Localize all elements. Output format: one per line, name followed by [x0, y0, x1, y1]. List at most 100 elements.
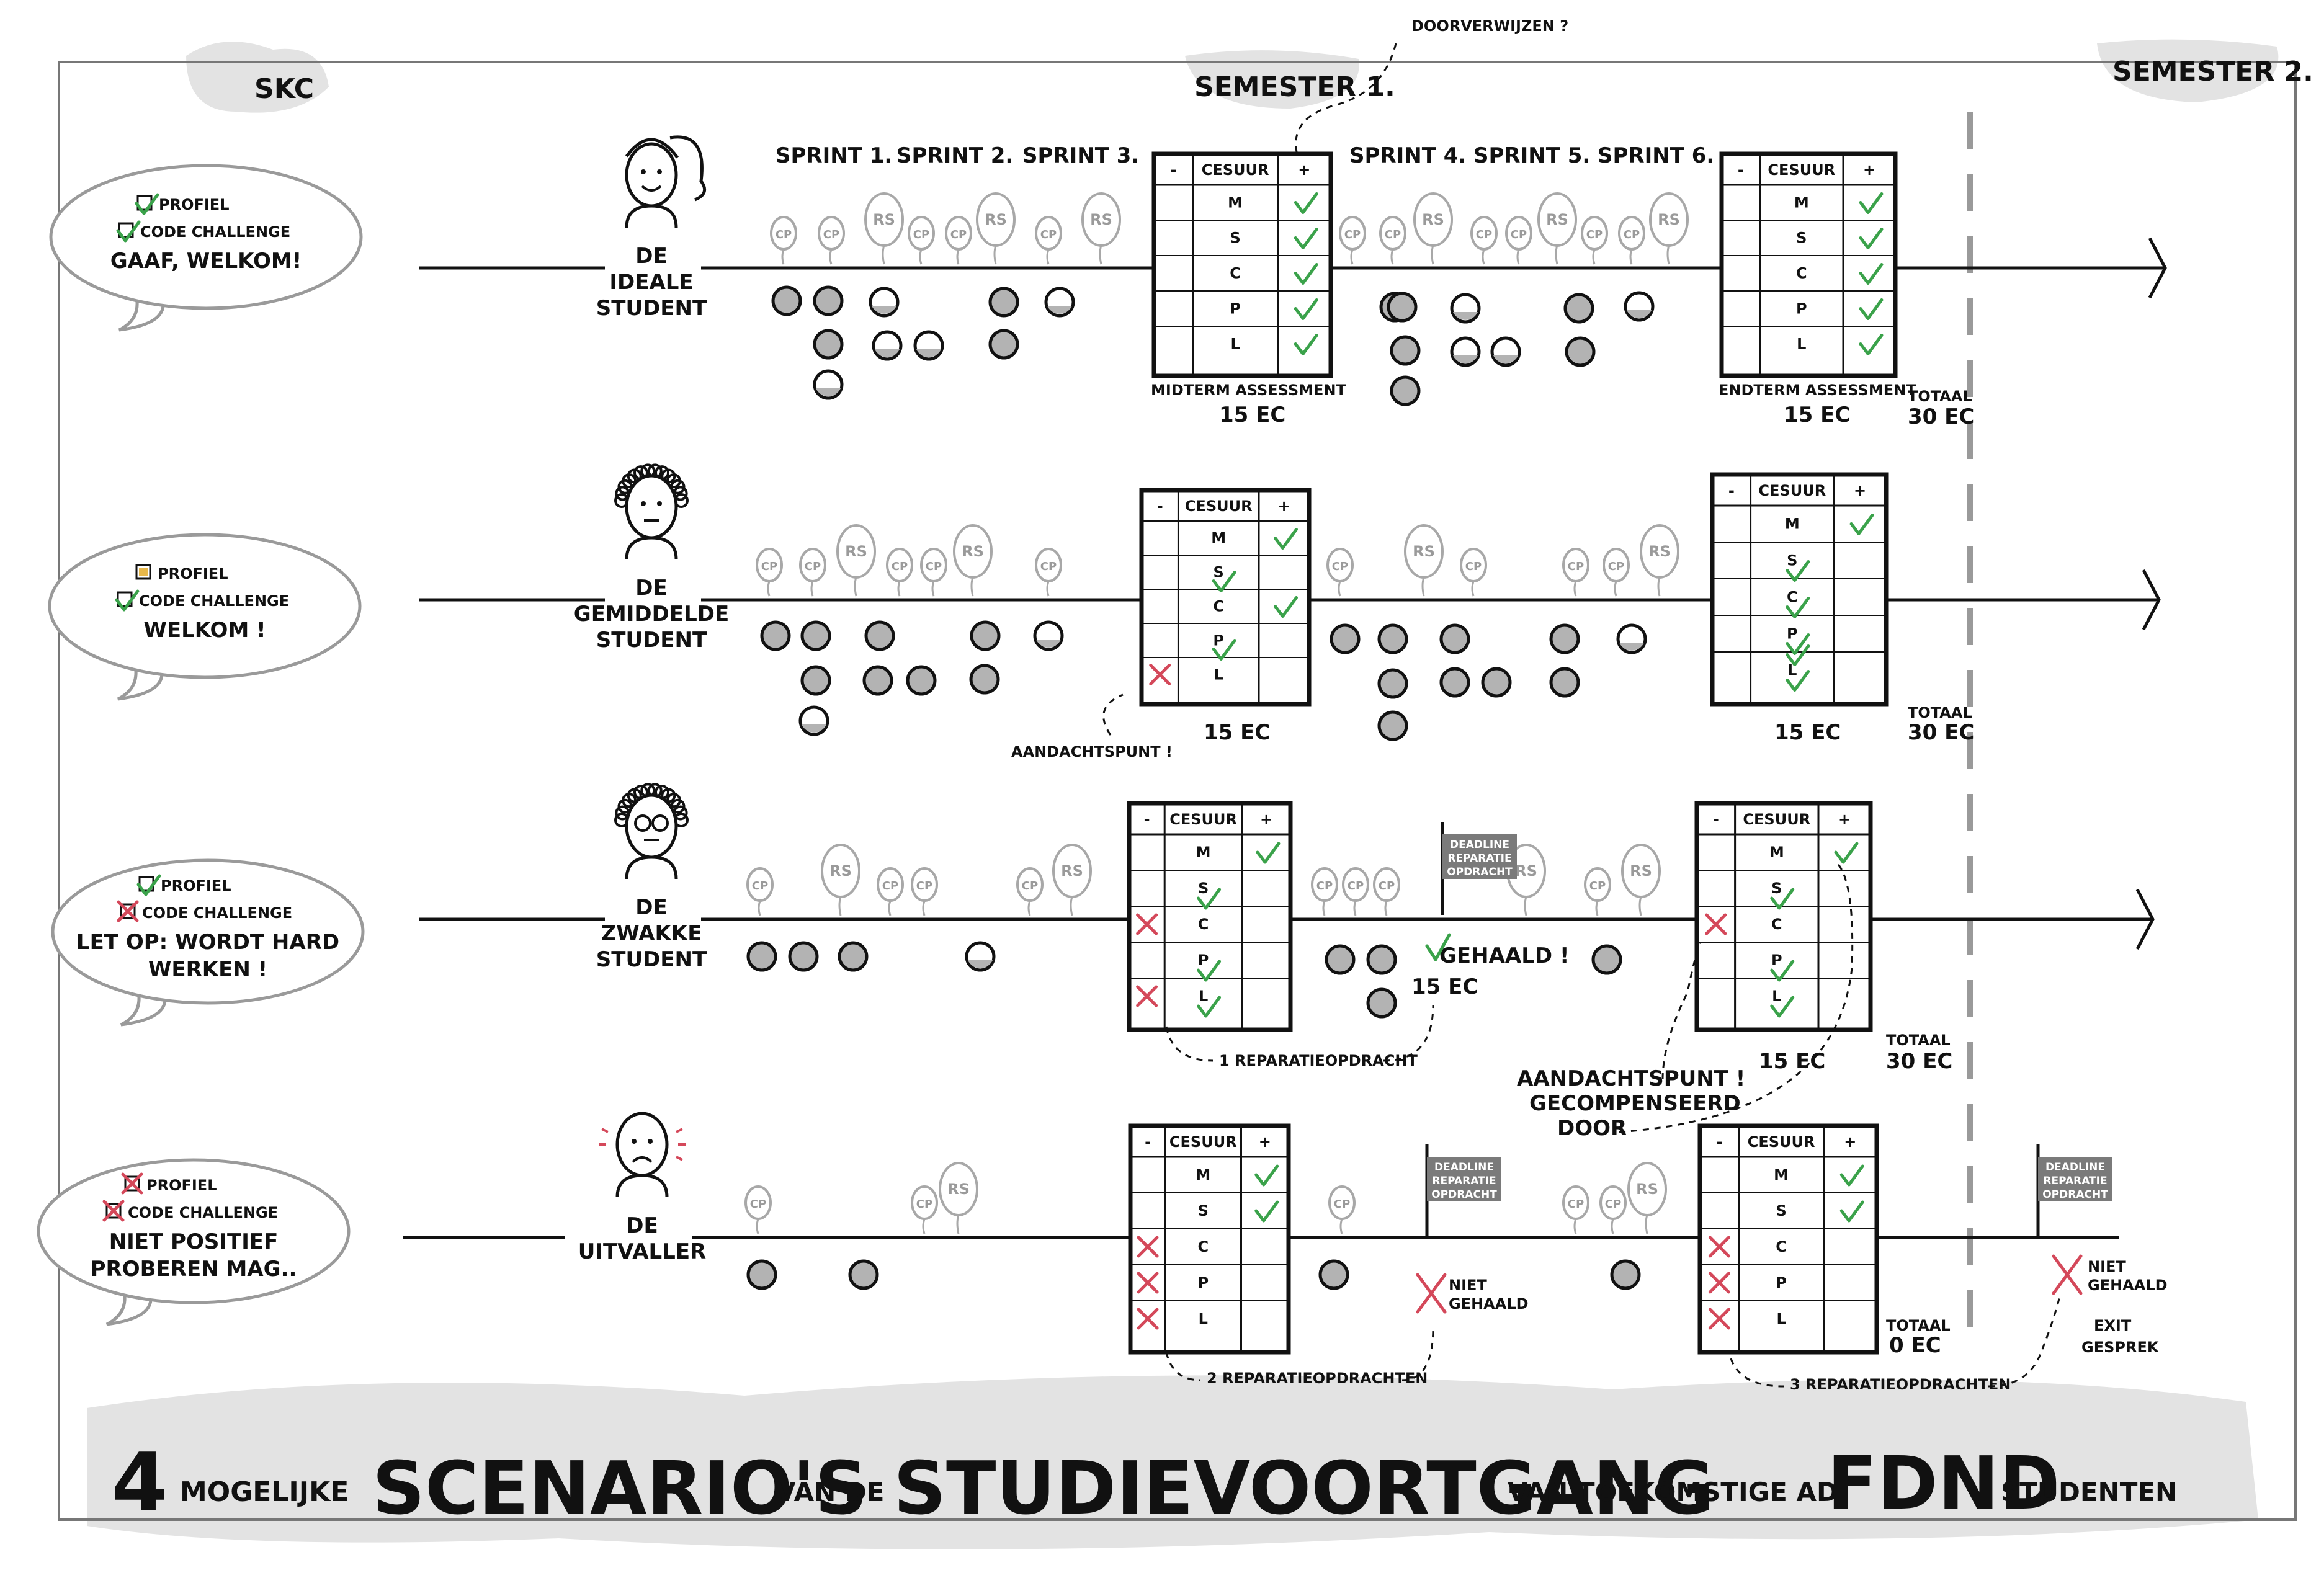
sprint-balloon: CP	[1470, 216, 1498, 265]
table-row-label: S	[1198, 1202, 1209, 1219]
table-row-label: P	[1787, 625, 1798, 643]
student-name-line: DE	[635, 244, 667, 269]
balloon-label: RS	[829, 862, 852, 880]
sprint-dot	[1624, 291, 1655, 322]
check-icon	[1254, 1164, 1279, 1187]
gehaald-ec: 15 EC	[1411, 974, 1478, 999]
check-icon	[1859, 298, 1884, 320]
sprint-label: SPRINT 4.	[1349, 143, 1466, 168]
sprint-dot	[1366, 987, 1397, 1019]
balloon-label: RS	[1515, 862, 1537, 880]
sprint-dot	[800, 665, 831, 696]
balloon-label: CP	[1344, 228, 1361, 241]
balloon-label: CP	[1316, 880, 1333, 893]
cross-icon	[1708, 1272, 1730, 1294]
balloon-label: CP	[1608, 560, 1624, 573]
balloon-label: CP	[752, 880, 768, 893]
check-icon	[1294, 334, 1318, 355]
sprint-dot	[760, 620, 791, 651]
table-row-label: P	[1198, 952, 1209, 969]
check-icon	[1839, 1200, 1864, 1223]
sprint-balloon: RS	[1649, 192, 1689, 265]
bubble-line: CODE CHALLENGE	[142, 904, 292, 922]
student-face	[599, 1112, 686, 1198]
check-icon	[136, 874, 161, 896]
check-icon	[1294, 263, 1318, 285]
sprint-dot	[1610, 1259, 1641, 1290]
sprint-dot	[1377, 623, 1408, 654]
niet-gehaald-cross-icon	[2052, 1254, 2083, 1295]
sprint-dot	[1481, 667, 1512, 698]
totaal-label: TOTAAL	[1908, 388, 1972, 405]
sprint-dot	[1591, 944, 1622, 975]
sprint-dot	[1377, 668, 1408, 699]
midterm-ec: 15 EC	[1204, 720, 1270, 745]
sprint-dot	[800, 620, 831, 651]
student-name-line: STUDENT	[596, 947, 707, 972]
table-header-cell: -	[1144, 811, 1150, 828]
balloon-label: CP	[913, 228, 929, 241]
check-icon	[1274, 528, 1298, 550]
sprint-balloon: RS	[953, 524, 993, 597]
check-icon	[1770, 888, 1795, 910]
niet-label: NIET	[1449, 1277, 1487, 1294]
student-name-line: DE	[635, 895, 667, 920]
check-icon	[1197, 960, 1222, 982]
sprint-balloon: CP	[1379, 216, 1406, 265]
reparatie-label: 3 REPARATIEOPDRACHTEN	[1790, 1376, 2011, 1393]
balloon-label: CP	[1022, 880, 1038, 893]
sprint-balloon: CP	[911, 867, 938, 916]
sprint-dot	[1563, 293, 1594, 324]
table-row-label: S	[1776, 1202, 1786, 1219]
cross-icon	[1136, 913, 1158, 935]
sprint-dot	[771, 285, 802, 316]
sprint-dot	[913, 330, 944, 361]
sprint-dot	[1439, 623, 1470, 654]
sprint-balloon: CP	[1599, 1185, 1627, 1234]
table-row-label: M	[1196, 1166, 1210, 1184]
table-header-cell: -	[1713, 811, 1719, 828]
doorverwijzen-label: DOORVERWIJZEN ?	[1411, 17, 1568, 35]
table-row-label: C	[1771, 916, 1782, 933]
student-name-line: GEMIDDELDE	[574, 602, 729, 626]
table-header-cell: -	[1716, 1133, 1722, 1151]
sprint-balloon: CP	[1603, 548, 1630, 597]
table-header-cell: -	[1728, 482, 1735, 499]
table-row-label: P	[1796, 300, 1807, 318]
balloon-label: CP	[1605, 1198, 1621, 1211]
balloon-label: CP	[1040, 228, 1057, 241]
bubble-line: WERKEN !	[148, 957, 267, 982]
sprint-dot	[813, 369, 844, 400]
check-icon	[1786, 670, 1810, 692]
balloon-label: CP	[1511, 228, 1527, 241]
checkbox-icon	[124, 1175, 140, 1192]
flag-text: OPDRACHT	[1447, 866, 1513, 878]
balloon-label: CP	[882, 880, 898, 893]
table-row-label: L	[1772, 987, 1781, 1005]
student-face	[614, 463, 689, 560]
gehaald-label: GEHAALD	[2088, 1277, 2168, 1294]
door-note: DOOR	[1557, 1116, 1627, 1141]
table-header-cell: -	[1738, 161, 1744, 179]
sprint-dot	[1390, 375, 1421, 406]
balloon-label: RS	[985, 211, 1007, 228]
sprint-balloon: RS	[821, 844, 860, 916]
sprint-balloon: RS	[1081, 192, 1121, 265]
balloon-label: RS	[1648, 543, 1671, 560]
sprint-balloon: CP	[1584, 867, 1611, 916]
sprint-balloon: RS	[939, 1162, 978, 1234]
table-header-cell: +	[1844, 1133, 1856, 1151]
gesprek-label: GESPREK	[2081, 1339, 2160, 1356]
student-name-line: UITVALLER	[578, 1239, 707, 1264]
table-row-label: S	[1771, 880, 1782, 897]
check-icon	[1770, 960, 1795, 982]
student-name-line: STUDENT	[596, 628, 707, 653]
sprint-dot	[965, 941, 996, 972]
balloon-label: CP	[1476, 228, 1492, 241]
flag-text: REPARATIE	[1432, 1175, 1496, 1187]
balloon-label: RS	[1061, 862, 1083, 880]
totaal-label: TOTAAL	[1886, 1317, 1951, 1334]
